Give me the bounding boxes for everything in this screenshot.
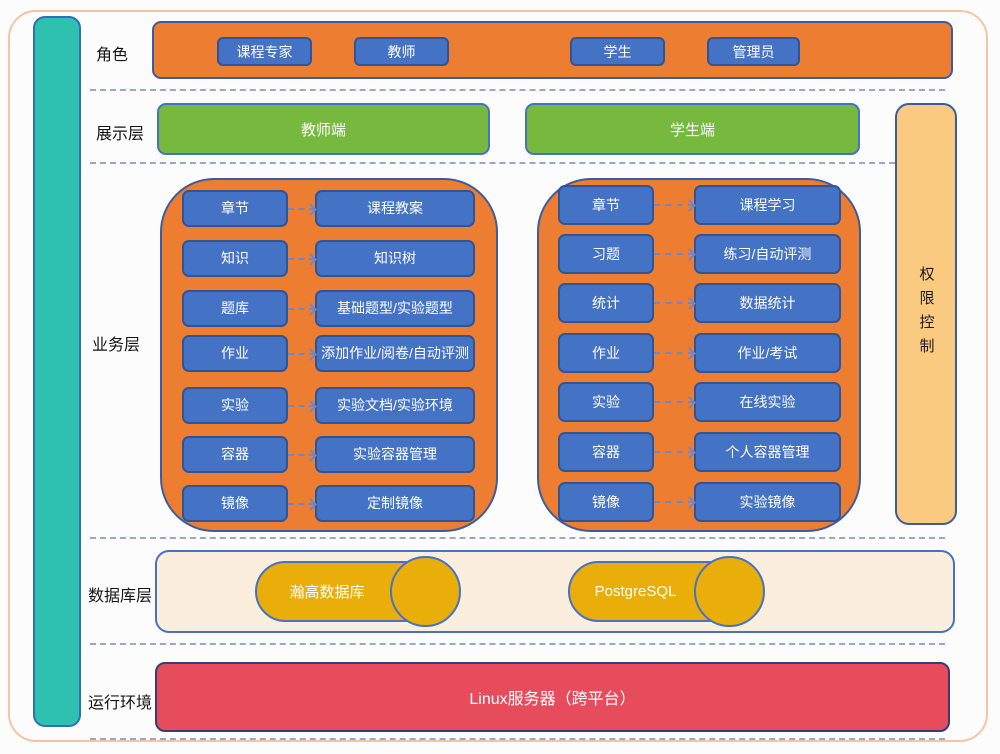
- business-target-box: 实验文档/实验环境: [315, 387, 475, 424]
- business-source-box: 习题: [558, 234, 654, 274]
- dashed-arrow-icon: [288, 502, 315, 505]
- separator-line: [90, 89, 945, 91]
- business-target-box: 知识树: [315, 240, 475, 277]
- business-target-box: 数据统计: [694, 283, 841, 323]
- dashed-arrow-icon: [288, 307, 315, 310]
- business-source-box: 实验: [182, 387, 288, 424]
- business-target-box: 定制镜像: [315, 485, 475, 522]
- diagram-outer-frame: [8, 10, 988, 742]
- business-source-box: 镜像: [182, 485, 288, 522]
- business-source-box: 实验: [558, 382, 654, 422]
- layer-label-business: 业务层: [92, 337, 141, 354]
- business-flow-row: 知识 知识树: [162, 240, 496, 277]
- layer-label-roles: 角色: [96, 47, 129, 64]
- left-accent-bar: [33, 16, 81, 727]
- dashed-arrow-icon: [654, 204, 694, 206]
- dashed-arrow-icon: [654, 352, 694, 354]
- dashed-arrow-icon: [288, 352, 315, 355]
- permission-control-column: 权限控制: [895, 103, 957, 525]
- database-cylinder-cap: [390, 556, 461, 627]
- layer-label-runtime: 运行环境: [88, 695, 153, 712]
- dashed-arrow-icon: [288, 453, 315, 456]
- separator-line: [90, 162, 945, 164]
- dashed-arrow-icon: [654, 302, 694, 304]
- client-box-student: 学生端: [525, 103, 860, 155]
- dashed-arrow-icon: [654, 501, 694, 503]
- business-flow-row: 习题 练习/自动评测: [539, 234, 859, 274]
- database-name: PostgreSQL: [594, 583, 677, 600]
- business-source-box: 章节: [182, 190, 288, 227]
- business-container-teacher: 章节 课程教案 知识 知识树 题库 基础题型/实验题型 作业 添加作业/阅卷/自…: [160, 178, 498, 532]
- business-flow-row: 作业 作业/考试: [539, 333, 859, 373]
- runtime-server-label: Linux服务器（跨平台）: [469, 691, 636, 708]
- dashed-arrow-icon: [654, 401, 694, 403]
- role-chip-teacher: 教师: [354, 37, 449, 66]
- business-target-box: 实验容器管理: [315, 436, 475, 473]
- dashed-arrow-icon: [654, 451, 694, 453]
- dashed-arrow-icon: [654, 253, 694, 255]
- layer-label-presentation: 展示层: [96, 126, 145, 143]
- business-source-box: 镜像: [558, 482, 654, 522]
- layer-label-database: 数据库层: [88, 588, 153, 605]
- business-flow-row: 容器 个人容器管理: [539, 432, 859, 472]
- business-source-box: 作业: [558, 333, 654, 373]
- business-target-box: 实验镜像: [694, 482, 841, 522]
- permission-control-label: 权限控制: [917, 266, 935, 362]
- business-flow-row: 容器 实验容器管理: [162, 436, 496, 473]
- runtime-server-box: Linux服务器（跨平台）: [155, 662, 950, 732]
- role-chip-course-expert: 课程专家: [217, 37, 312, 66]
- business-target-box: 作业/考试: [694, 333, 841, 373]
- business-flow-row: 题库 基础题型/实验题型: [162, 290, 496, 327]
- business-target-box: 基础题型/实验题型: [315, 290, 475, 327]
- business-source-box: 统计: [558, 283, 654, 323]
- separator-line: [90, 643, 945, 645]
- separator-line: [90, 537, 945, 539]
- database-cylinder-highgo: 瀚高数据库: [255, 556, 461, 627]
- roles-bar: 课程专家 教师 学生 管理员: [152, 21, 953, 79]
- dashed-arrow-icon: [288, 404, 315, 407]
- business-source-box: 题库: [182, 290, 288, 327]
- business-source-box: 作业: [182, 335, 288, 372]
- database-cylinder-postgresql: PostgreSQL: [568, 556, 765, 627]
- business-flow-row: 章节 课程教案: [162, 190, 496, 227]
- database-name: 瀚高数据库: [289, 584, 365, 601]
- business-target-box: 练习/自动评测: [694, 234, 841, 274]
- separator-line: [90, 738, 945, 740]
- client-box-teacher: 教师端: [157, 103, 490, 155]
- business-target-box: 在线实验: [694, 382, 841, 422]
- dashed-arrow-icon: [288, 257, 315, 260]
- business-flow-row: 镜像 实验镜像: [539, 482, 859, 522]
- business-source-box: 章节: [558, 185, 654, 225]
- role-chip-admin: 管理员: [707, 37, 800, 66]
- business-flow-row: 实验 实验文档/实验环境: [162, 387, 496, 424]
- business-target-box: 课程教案: [315, 190, 475, 227]
- business-source-box: 容器: [182, 436, 288, 473]
- business-target-box: 添加作业/阅卷/自动评测: [315, 335, 475, 372]
- role-chip-student: 学生: [570, 37, 665, 66]
- business-source-box: 知识: [182, 240, 288, 277]
- business-flow-row: 章节 课程学习: [539, 185, 859, 225]
- business-flow-row: 统计 数据统计: [539, 283, 859, 323]
- database-cylinder-cap: [694, 556, 765, 627]
- business-source-box: 容器: [558, 432, 654, 472]
- business-flow-row: 作业 添加作业/阅卷/自动评测: [162, 335, 496, 372]
- business-container-student: 章节 课程学习 习题 练习/自动评测 统计 数据统计 作业 作业/考试 实验 在…: [537, 178, 861, 532]
- business-target-box: 课程学习: [694, 185, 841, 225]
- business-target-box: 个人容器管理: [694, 432, 841, 472]
- dashed-arrow-icon: [288, 207, 315, 210]
- business-flow-row: 镜像 定制镜像: [162, 485, 496, 522]
- business-flow-row: 实验 在线实验: [539, 382, 859, 422]
